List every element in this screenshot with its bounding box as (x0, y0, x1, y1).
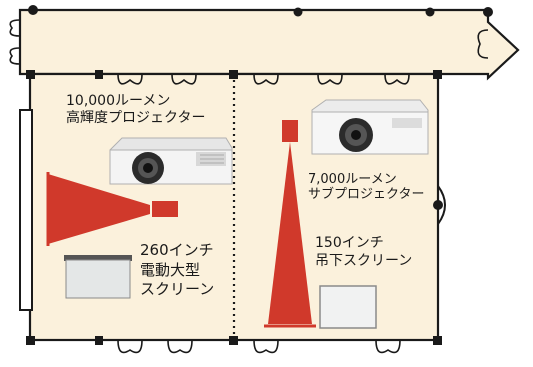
pillar-icon (28, 5, 38, 15)
pillars (26, 5, 493, 345)
screen-260-size: 260インチ (140, 241, 214, 259)
door-icon (167, 339, 193, 354)
door-icon (171, 73, 197, 85)
sub-projector-name: サブプロジェクター (308, 187, 425, 203)
main-projector-label: 10,000ルーメン 高輝度プロジェクター (66, 93, 205, 126)
corridor (18, 8, 520, 81)
pillar-icon (433, 70, 442, 79)
door-icon (9, 19, 21, 37)
main-projector-marker (152, 201, 178, 217)
door-icon (477, 29, 489, 59)
door-icon (117, 73, 143, 85)
wall-bulge (437, 185, 446, 225)
door-icon (9, 47, 21, 65)
projector-icon (311, 99, 429, 155)
door-icon (375, 339, 401, 354)
pillar-icon (95, 336, 103, 345)
door-icon (253, 339, 279, 354)
projection-beam (268, 142, 312, 324)
projector-icon (109, 137, 233, 185)
main-projector-lumens: 10,000ルーメン (66, 93, 171, 109)
pillar-icon (229, 70, 238, 79)
pillar-icon (433, 200, 443, 210)
left-wall-panel (19, 109, 33, 311)
sub-projector-lumens: 7,000ルーメン (308, 172, 397, 187)
screen-150-label: 150インチ 吊下スクリーン (315, 234, 412, 270)
pillar-icon (293, 7, 303, 17)
screen-icon (64, 255, 132, 299)
pillar-icon (229, 336, 238, 345)
doors-left (9, 19, 21, 65)
door-icon (384, 73, 410, 85)
doors-bottom (117, 339, 401, 354)
pillar-icon (26, 70, 35, 79)
pillar-icon (26, 336, 35, 345)
sub-projector-label: 7,000ルーメン サブプロジェクター (308, 172, 424, 203)
screen-icon (319, 285, 377, 329)
pillar-icon (95, 70, 103, 79)
screen-260-name: スクリーン (140, 280, 215, 298)
door-icon (317, 73, 343, 85)
pillar-icon (433, 336, 442, 345)
pillar-icon (483, 7, 493, 17)
door-icon (117, 339, 143, 354)
sub-projector-marker (282, 120, 298, 142)
pillar-icon (425, 7, 435, 17)
doors-top (117, 73, 410, 85)
screen-260-type: 電動大型 (140, 260, 201, 279)
screen-150-name: 吊下スクリーン (315, 253, 413, 270)
screen-150-size: 150インチ (315, 235, 384, 251)
projection-beam (48, 174, 150, 244)
main-projector-name: 高輝度プロジェクター (66, 109, 206, 126)
screen-260-label: 260インチ 電動大型 スクリーン (140, 241, 214, 300)
door-icon (253, 73, 279, 85)
